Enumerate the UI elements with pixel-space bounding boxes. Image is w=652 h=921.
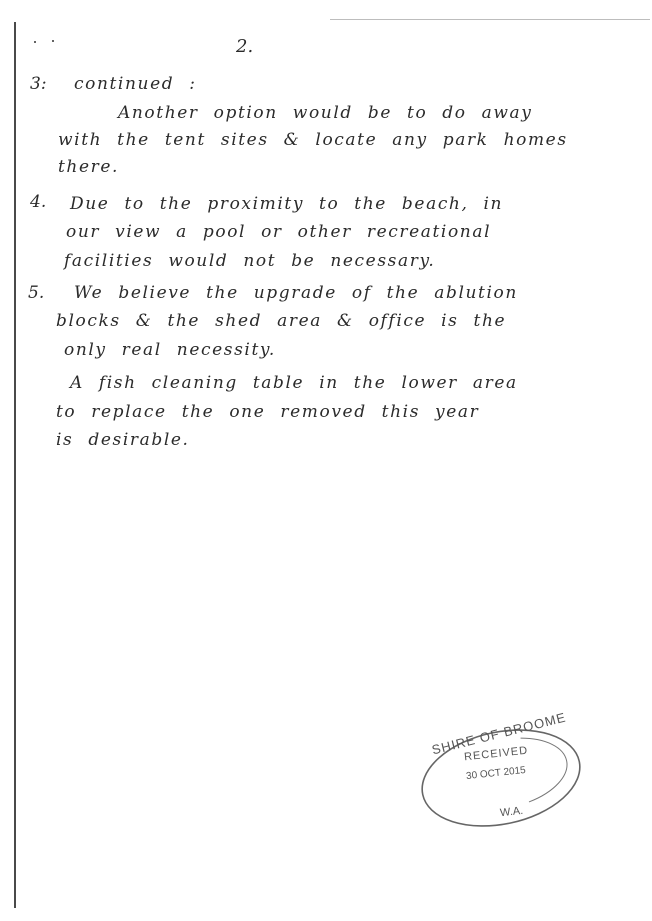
top-edge-line (330, 19, 650, 20)
item-line: only real necessity. (64, 340, 276, 360)
scan-speck (34, 41, 36, 43)
item-line: with the tent sites & locate any park ho… (58, 130, 568, 150)
item-line: our view a pool or other recreational (66, 222, 492, 242)
item-heading: continued : (74, 74, 197, 94)
stamp-oval (421, 729, 581, 827)
item-line: We believe the upgrade of the ablution (74, 283, 518, 303)
item-line: facilities would not be necessary. (64, 251, 436, 271)
stamp-state: W.A. (499, 804, 524, 820)
page-number: 2. (236, 36, 254, 57)
item-line: Another option would be to do away (118, 103, 533, 123)
scan-speck (52, 40, 54, 42)
item-line: A fish cleaning table in the lower area (70, 373, 518, 393)
received-stamp: SHIRE OF BROOME RECEIVED 30 OCT 2015 W.A… (416, 710, 586, 830)
item-number: 4. (30, 192, 47, 212)
item-number: 3: (30, 74, 47, 94)
item-line: blocks & the shed area & office is the (56, 311, 507, 331)
item-line: there. (58, 157, 120, 177)
item-line: is desirable. (56, 430, 190, 450)
item-line: to replace the one removed this year (56, 402, 480, 422)
item-number: 5. (28, 283, 45, 303)
left-margin-line (14, 22, 16, 908)
item-line: Due to the proximity to the beach, in (70, 194, 504, 214)
